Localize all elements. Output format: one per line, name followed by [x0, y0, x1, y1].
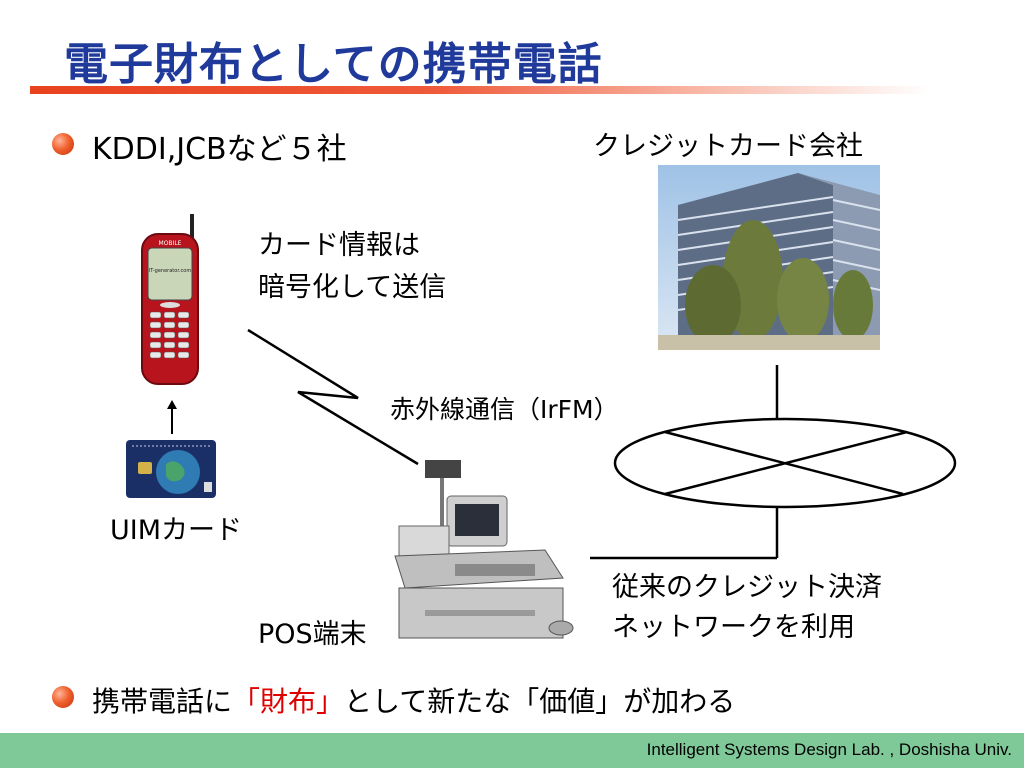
infrared-link-line: [247, 328, 419, 466]
footer-text: Intelligent Systems Design Lab. , Doshis…: [646, 740, 1012, 759]
card-info-line1: カード情報は: [258, 230, 420, 261]
network-line2: ネットワークを利用: [612, 612, 855, 643]
slide-title: 電子財布としての携帯電話: [64, 39, 603, 90]
pos-terminal-image: [394, 460, 574, 639]
bullet-icon: [52, 133, 74, 155]
pos-terminal-label: POS端末: [258, 619, 367, 650]
bullet-icon: [52, 686, 74, 708]
phone-screen-text: IT-generator.com: [149, 268, 192, 274]
uim-card-label: UIMカード: [110, 515, 243, 546]
up-arrow-icon: [167, 400, 177, 434]
office-building-image: [658, 165, 880, 350]
bullet2-highlight: 「財布」: [232, 685, 345, 718]
bullet2-part1: 携帯電話に: [92, 685, 233, 718]
bullet-text-value: 携帯電話に「財布」として新たな「価値」が加わる: [92, 680, 735, 720]
uim-card-image: [126, 440, 216, 498]
bullet2-part3: として新たな「価値」が加わる: [344, 685, 736, 718]
card-info-line2: 暗号化して送信: [258, 272, 447, 303]
bullet-text-companies: KDDI,JCBなど５社: [92, 132, 347, 167]
footer-bar: [0, 733, 1024, 768]
phone-brand-text: MOBILE: [159, 240, 182, 247]
network-line1: 従来のクレジット決済: [612, 572, 882, 603]
credit-network-diagram: [590, 365, 957, 560]
infrared-label: 赤外線通信（IrFM）: [390, 395, 619, 424]
credit-company-label: クレジットカード会社: [593, 131, 863, 162]
title-underline: [30, 86, 930, 94]
mobile-phone-image: MOBILE IT-generator.com: [141, 214, 199, 385]
